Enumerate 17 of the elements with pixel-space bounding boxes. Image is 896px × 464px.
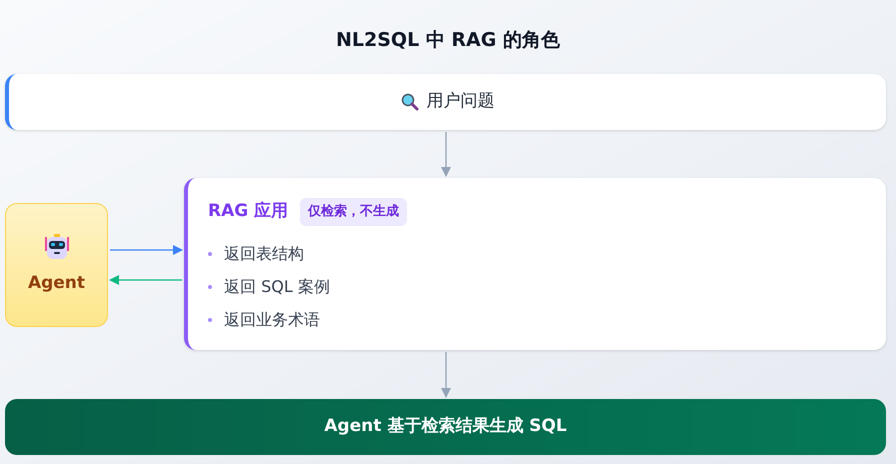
result-bar	[5, 399, 886, 455]
diagram-title: NL2SQL 中 RAG 的角色	[336, 28, 560, 53]
note-badge: 仅检索，不生成	[300, 198, 408, 226]
agent-label: Agent	[28, 272, 86, 296]
result-text: Agent 基于检索结果生成 SQL	[324, 415, 567, 438]
list-item: 返回业务术语	[224, 309, 320, 331]
question-box	[5, 74, 886, 130]
arrow	[110, 245, 183, 255]
arrow	[109, 275, 182, 285]
question-text: 用户问题	[426, 90, 494, 114]
agent-box	[5, 203, 108, 327]
list-item: 返回表结构	[224, 243, 304, 265]
panel-heading: RAG 应用	[208, 200, 288, 223]
arrow	[441, 352, 451, 398]
rag-panel	[184, 178, 886, 350]
list-item: 返回 SQL 案例	[224, 276, 330, 298]
arrow	[441, 132, 451, 177]
